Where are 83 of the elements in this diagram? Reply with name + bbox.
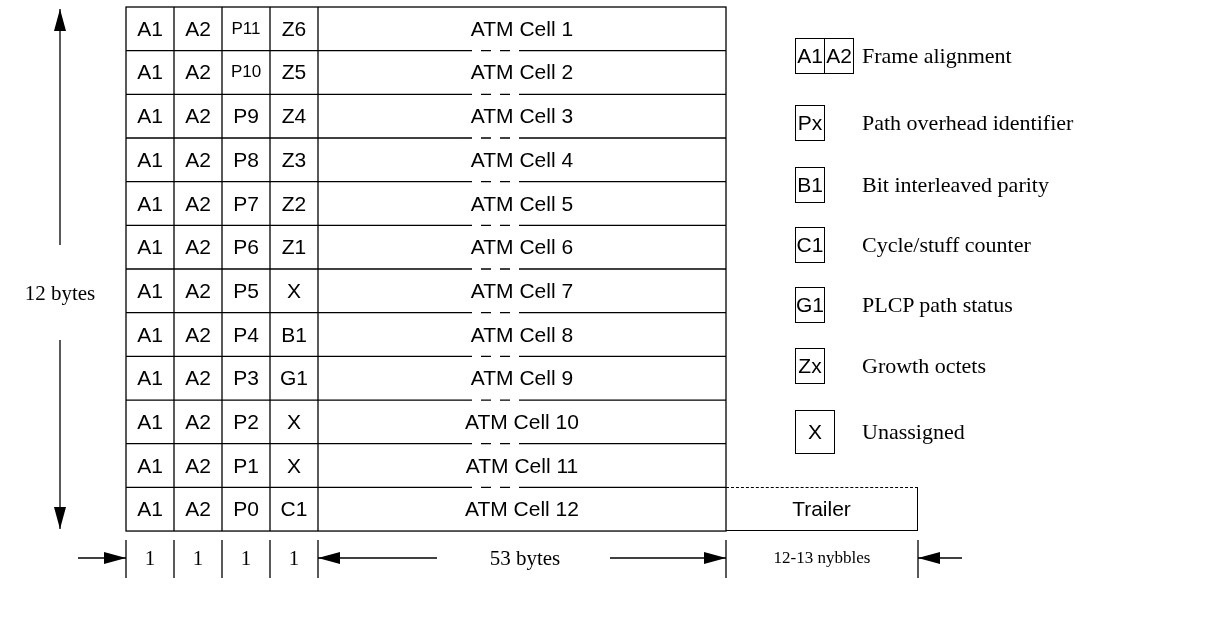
path-overhead-cell-text: P9	[232, 103, 260, 130]
frame-byte-cell-text: A1	[136, 234, 164, 261]
frame-byte-cell-text: A1	[136, 103, 164, 130]
frame-byte-cell-text: A2	[184, 190, 212, 217]
legend-symbol: X	[795, 410, 835, 454]
atm-cell-text: ATM Cell 8	[469, 321, 575, 348]
dimension-label: 53 bytes	[488, 544, 562, 572]
overhead-cell-text: G1	[279, 365, 309, 392]
frame-byte-cell-text: A1	[136, 365, 164, 392]
frame-byte-cell-text: A2	[184, 103, 212, 130]
overhead-cell-text: Z4	[280, 103, 308, 130]
overhead-cell-text: Z3	[280, 146, 308, 173]
frame-byte-cell-text: A2	[184, 496, 212, 523]
legend-symbol: G1	[795, 287, 825, 323]
frame-byte-cell-text: A1	[136, 408, 164, 435]
atm-cell-text: ATM Cell 6	[469, 234, 575, 261]
atm-cell-text: ATM Cell 12	[464, 496, 580, 523]
atm-cell-text: ATM Cell 1	[469, 15, 575, 42]
path-overhead-cell-text: P8	[232, 146, 260, 173]
frame-byte-cell-text: A1	[136, 452, 164, 479]
overhead-cell-text: X	[286, 277, 302, 304]
overhead-cell-text: Z6	[280, 15, 308, 42]
frame-byte-cell-text: A1	[136, 321, 164, 348]
dimension-label: 1	[287, 544, 301, 572]
dimension-label: 12-13 nybbles	[772, 547, 872, 569]
path-overhead-cell-text: P1	[232, 452, 260, 479]
legend-symbol: Zx	[795, 348, 825, 384]
path-overhead-cell-text: P6	[232, 234, 260, 261]
path-overhead-cell-text: P5	[232, 277, 260, 304]
frame-byte-cell-text: A1	[136, 277, 164, 304]
legend-text: Frame alignment	[862, 42, 1013, 70]
overhead-cell-text: B1	[280, 321, 308, 348]
frame-byte-cell-text: A2	[184, 277, 212, 304]
legend-symbol: B1	[795, 167, 825, 203]
legend-text: Path overhead identifier	[862, 109, 1075, 137]
dimension-label: 1	[191, 544, 205, 572]
overhead-cell-text: Z1	[280, 234, 308, 261]
frame-byte-cell-text: A1	[136, 15, 164, 42]
overhead-cell-text: Z5	[280, 59, 308, 86]
atm-cell-text: ATM Cell 4	[469, 146, 575, 173]
frame-byte-cell-text: A1	[136, 190, 164, 217]
frame-byte-cell-text: A1	[136, 59, 164, 86]
path-overhead-cell-text: P7	[232, 190, 260, 217]
path-overhead-cell-text: P10	[229, 61, 263, 84]
path-overhead-cell-text: P2	[232, 408, 260, 435]
atm-cell-text: ATM Cell 10	[464, 408, 580, 435]
legend-symbol: Px	[795, 105, 825, 141]
dimension-label: 1	[239, 544, 253, 572]
dimension-label: 1	[143, 544, 157, 572]
atm-cell-text: ATM Cell 3	[469, 103, 575, 130]
overhead-cell-text: X	[286, 408, 302, 435]
legend-text: Growth octets	[862, 352, 988, 380]
atm-cell-text: ATM Cell 11	[464, 452, 580, 479]
frame-byte-cell-text: A1	[136, 146, 164, 173]
frame-byte-cell-text: A2	[184, 365, 212, 392]
path-overhead-cell-text: P11	[230, 17, 262, 40]
frame-byte-cell-text: A2	[184, 452, 212, 479]
legend-symbol: A1	[795, 38, 825, 74]
path-overhead-cell-text: P0	[232, 496, 260, 523]
trailer-cell: Trailer	[726, 487, 918, 531]
frame-byte-cell-text: A2	[184, 408, 212, 435]
frame-byte-cell-text: A1	[136, 496, 164, 523]
legend-text: Unassigned	[862, 418, 966, 446]
atm-cell-text: ATM Cell 2	[469, 59, 575, 86]
atm-cell-text: ATM Cell 9	[469, 365, 575, 392]
atm-cell-text: ATM Cell 7	[469, 277, 575, 304]
frame-byte-cell-text: A2	[184, 321, 212, 348]
path-overhead-cell-text: P4	[232, 321, 260, 348]
path-overhead-cell-text: P3	[232, 365, 260, 392]
frame-byte-cell-text: A2	[184, 234, 212, 261]
legend-text: Bit interleaved parity	[862, 171, 1050, 199]
legend-symbol: A2	[824, 38, 854, 74]
dimension-label: 12 bytes	[23, 279, 97, 307]
legend-text: PLCP path status	[862, 291, 1014, 319]
atm-cell-text: ATM Cell 5	[469, 190, 575, 217]
overhead-cell-text: Z2	[280, 190, 308, 217]
legend-text: Cycle/stuff counter	[862, 231, 1032, 259]
overhead-cell-text: C1	[279, 496, 309, 523]
frame-byte-cell-text: A2	[184, 15, 212, 42]
legend-symbol: C1	[795, 227, 825, 263]
frame-byte-cell-text: A2	[184, 59, 212, 86]
frame-byte-cell-text: A2	[184, 146, 212, 173]
overhead-cell-text: X	[286, 452, 302, 479]
